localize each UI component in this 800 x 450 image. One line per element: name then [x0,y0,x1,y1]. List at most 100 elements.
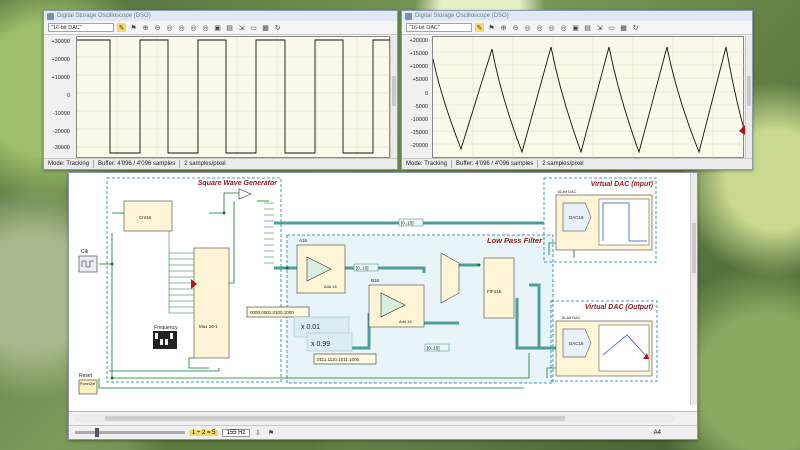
channel-d-icon[interactable]: ◎ [560,24,567,32]
save-icon[interactable]: ▣ [572,24,579,32]
refresh-icon[interactable]: ↻ [632,24,639,32]
zoom-in-icon[interactable]: ⊕ [142,24,149,32]
zoom-slider[interactable] [75,428,185,437]
mux-component [193,247,230,359]
rate-status: 2 samples/pixel [184,161,226,167]
scope-toolbar: "16-bit DAC" ✎ ⚑ ⊕ ⊖ ◎ ◎ ◎ ◎ ▣ ▤ ⇲ ▭ ▦ ↻ [402,21,752,35]
square-wave-generator-title: Square Wave Generator [198,180,279,187]
bus-label: [0..15] [356,266,369,271]
rate-status: 2 samples/pixel [542,161,584,167]
dac-input-preview [598,198,650,246]
low-pass-filter-title: Low Pass Filter [487,236,543,245]
flag-icon[interactable]: ⚑ [267,429,275,437]
y-tick: 0 [424,91,428,97]
reset-button[interactable] [78,379,98,395]
vertical-scrollbar[interactable] [745,36,752,158]
window-title-bar[interactable]: Digital Storage Oscilloscope (DSO) [402,11,752,21]
oscilloscope-window-left[interactable]: Digital Storage Oscilloscope (DSO) "16-b… [43,10,398,170]
import-icon[interactable]: ⇲ [596,24,603,32]
snapshot-icon[interactable]: ▦ [262,24,269,32]
mode-status: Mode: Tracking [406,161,448,167]
adder-top-label: A16 [299,238,308,243]
copy-icon[interactable]: ▤ [226,24,233,32]
waveform-display[interactable] [76,36,391,159]
trigger-icon[interactable]: ✎ [475,23,484,32]
folder-icon[interactable]: ▭ [250,24,257,32]
multiplier-bottom: x 0.99 [311,341,330,348]
folder-icon[interactable]: ▭ [608,24,615,32]
horizontal-scrollbar[interactable] [75,415,675,422]
channel-a-icon[interactable]: ◎ [166,24,173,32]
save-icon[interactable]: ▣ [214,24,221,32]
binary-bottom: 0111.1110.1011.1000 [317,357,360,362]
frequency-field[interactable]: 155 Hz [222,428,250,437]
download-icon[interactable]: ⇩ [255,429,261,437]
schematic-canvas[interactable]: Square Wave Generator Low Pass Filter Vi… [69,173,699,427]
dac-input-subtitle: 16-bit DAC [557,189,577,194]
frequency-label: Frequency [154,325,178,331]
window-title: Digital Storage Oscilloscope (DSO) [57,13,151,19]
y-tick: +10000 [409,64,428,70]
y-tick: +20000 [51,57,70,63]
status-bar: Mode: Tracking Buffer: 4'096 / 4'096 sam… [44,158,397,169]
y-tick: -20000 [410,143,428,149]
mode-status: Mode: Tracking [48,161,90,167]
snapshot-icon[interactable]: ▦ [620,24,627,32]
probe-icon[interactable]: ⚑ [488,24,495,32]
page-size: A4 [653,429,661,436]
scope-toolbar: "16-bit DAC" ✎ ⚑ ⊕ ⊖ ◎ ◎ ◎ ◎ ▣ ▤ ⇲ ▭ ▦ ↻ [44,21,397,35]
zoom-out-icon[interactable]: ⊖ [154,24,161,32]
dac-output-subtitle: 16-bit DAC [561,315,581,320]
zoom-in-icon[interactable]: ⊕ [500,24,507,32]
channel-c-icon[interactable]: ◎ [548,24,555,32]
y-tick: +10000 [51,75,70,81]
oscilloscope-window-right[interactable]: Digital Storage Oscilloscope (DSO) "16-b… [401,10,753,170]
y-tick: -10000 [410,117,428,123]
channel-c-icon[interactable]: ◎ [190,24,197,32]
virtual-dac-output-title: Virtual DAC (Output) [585,304,654,311]
probe-icon[interactable]: ⚑ [130,24,137,32]
square-wave-trace [77,37,391,159]
source-select[interactable]: "16-bit DAC" [406,23,472,32]
copy-icon[interactable]: ▤ [584,24,591,32]
adder-bottom-label: B16 [371,278,380,283]
selector-mux [440,252,460,304]
import-icon[interactable]: ⇲ [238,24,245,32]
vertical-scrollbar[interactable] [690,173,697,405]
ratio-field[interactable]: 1 ÷ 2 = 5 [189,429,219,436]
reset-label: Reset [79,373,93,379]
mux-label: Mux 16-1 [199,324,218,329]
reset-button-label: PoweOpe [80,382,95,386]
y-tick: -15000 [410,130,428,136]
counter-label: Cnt16 [139,215,152,220]
y-tick: -5000 [413,104,428,110]
y-tick: 0 [66,93,70,99]
editor-status-bar: 1 ÷ 2 = 5 155 Hz ⇩ ⚑ A4 [69,425,697,439]
y-tick: -30000 [52,145,70,151]
source-select[interactable]: "16-bit DAC" [48,23,114,32]
y-tick: +15000 [409,51,428,57]
refresh-icon[interactable]: ↻ [274,24,281,32]
dac-output-preview [598,324,650,372]
clock-component[interactable] [78,255,98,273]
vertical-scrollbar[interactable] [390,36,397,158]
binary-top: 0000.0001.0100.1000 [250,310,294,315]
channel-b-icon[interactable]: ◎ [178,24,185,32]
buffer-status: Buffer: 4'096 / 4'096 samples [98,161,176,167]
buffer-status: Buffer: 4'096 / 4'096 samples [456,161,534,167]
window-title-bar[interactable]: Digital Storage Oscilloscope (DSO) [44,11,397,21]
schematic-editor-window[interactable]: Square Wave Generator Low Pass Filter Vi… [68,172,698,440]
dac-output-label: DAC16 [569,341,584,346]
trigger-icon[interactable]: ✎ [117,23,126,32]
dac-input-label: DAC16 [569,215,584,220]
y-tick: -10000 [52,111,70,117]
channel-a-icon[interactable]: ◎ [524,24,531,32]
multiplier-top: x 0.01 [301,324,320,331]
adder-bottom-text: Add 16 [399,319,412,324]
waveform-display[interactable] [432,36,746,159]
channel-d-icon[interactable]: ◎ [202,24,209,32]
filtered-wave-trace [432,37,746,159]
editor-bottom-bar [69,411,697,425]
channel-b-icon[interactable]: ◎ [536,24,543,32]
zoom-out-icon[interactable]: ⊖ [512,24,519,32]
